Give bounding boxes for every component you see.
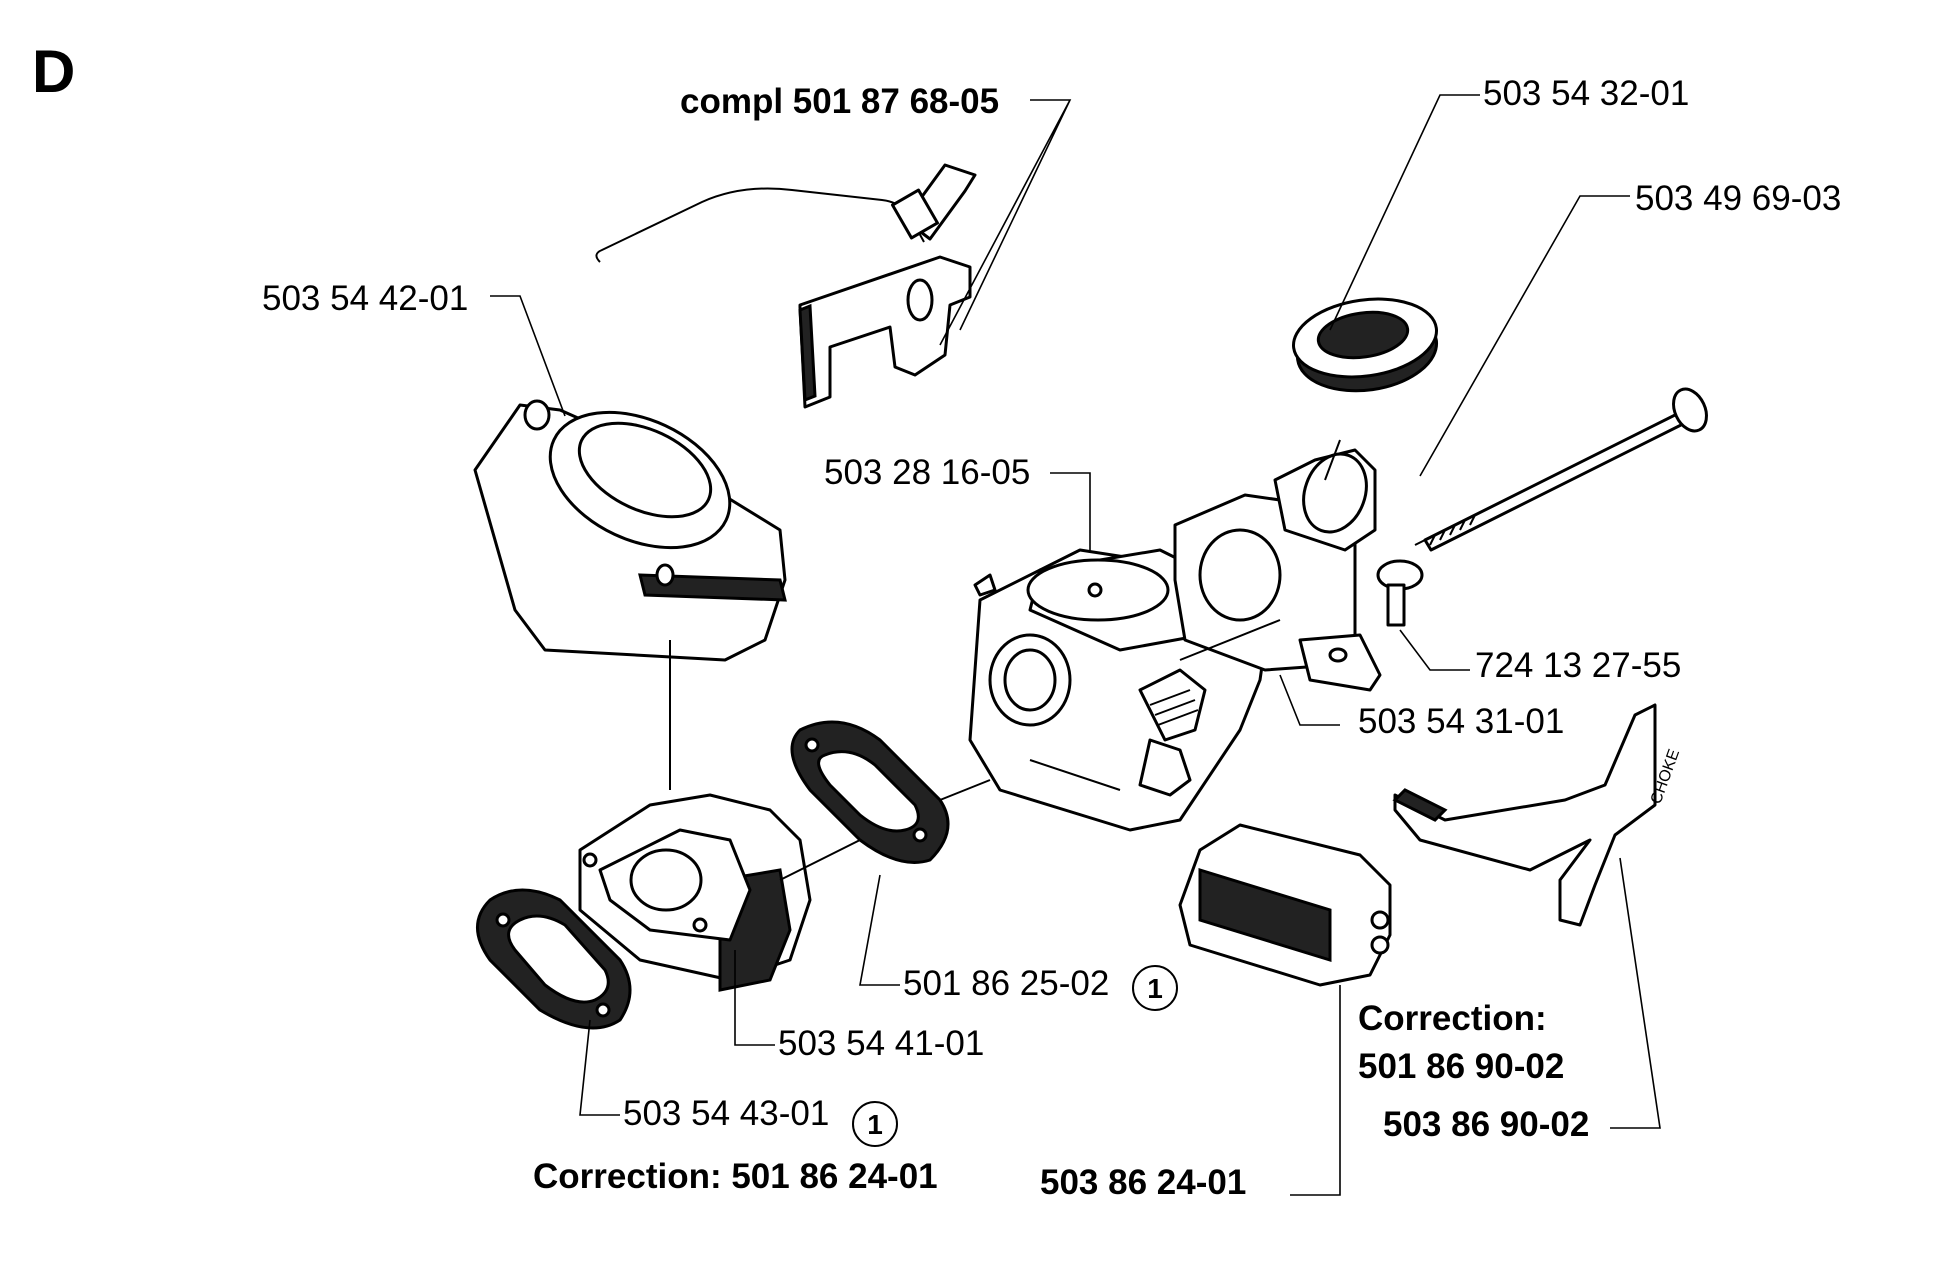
gasket-left bbox=[476, 888, 632, 1030]
label-503-28-16-05: 503 28 16-05 bbox=[824, 453, 1030, 492]
note-marker-2: 1 bbox=[852, 1101, 898, 1147]
intake-flange-plate bbox=[473, 399, 787, 662]
label-724-13-27-55: 724 13 27-55 bbox=[1475, 646, 1681, 685]
label-503-54-42-01: 503 54 42-01 bbox=[262, 279, 468, 318]
label-503-54-31-01: 503 54 31-01 bbox=[1358, 702, 1564, 741]
insulator-block bbox=[578, 793, 812, 992]
filter-block bbox=[1178, 823, 1392, 987]
small-screw bbox=[1376, 559, 1424, 627]
label-compl: compl 501 87 68-05 bbox=[680, 82, 999, 121]
label-correction-right-1: Correction: bbox=[1358, 999, 1547, 1038]
axis-lines bbox=[669, 439, 1341, 881]
label-501-86-25-02: 501 86 25-02 bbox=[903, 964, 1109, 1003]
note-marker-1: 1 bbox=[1132, 965, 1178, 1011]
leader-lines bbox=[490, 94, 1661, 1196]
label-503-54-41-01: 503 54 41-01 bbox=[778, 1024, 984, 1063]
section-letter: D bbox=[32, 38, 75, 105]
label-503-86-90-02: 503 86 90-02 bbox=[1383, 1105, 1589, 1144]
svg-text:1: 1 bbox=[867, 1109, 883, 1140]
label-503-49-69-03: 503 49 69-03 bbox=[1635, 179, 1841, 218]
intake-elbow bbox=[1173, 448, 1382, 692]
svg-text:1: 1 bbox=[1147, 973, 1163, 1004]
intake-boot bbox=[1292, 297, 1439, 393]
long-bolt bbox=[1414, 387, 1708, 552]
label-503-54-43-01: 503 54 43-01 bbox=[623, 1094, 829, 1133]
choke-rod-assembly bbox=[595, 163, 977, 409]
label-correction-right-2: 501 86 90-02 bbox=[1358, 1047, 1564, 1086]
label-503-86-24-01: 503 86 24-01 bbox=[1040, 1163, 1246, 1202]
label-correction-left: Correction: 501 86 24-01 bbox=[533, 1157, 938, 1196]
label-503-54-32-01: 503 54 32-01 bbox=[1483, 74, 1689, 113]
gasket-middle bbox=[790, 720, 950, 864]
